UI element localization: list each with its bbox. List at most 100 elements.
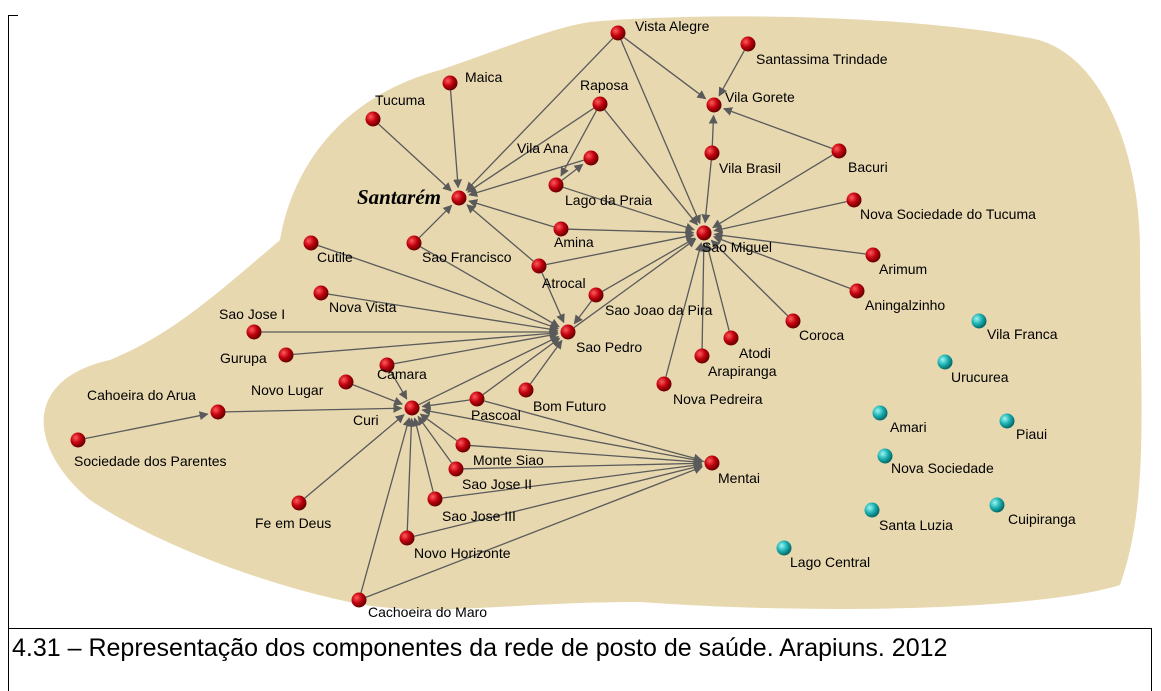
node-label-vila-gorete: Vila Gorete [725, 89, 795, 105]
node-label-cuipiranga: Cuipiranga [1008, 511, 1076, 527]
node-label-sao-francisco: Sao Francisco [422, 249, 512, 265]
node-santarem[interactable] [451, 190, 467, 206]
node-nova-pedreira[interactable] [656, 376, 672, 392]
figure-caption: 4.31 – Representação dos componentes da … [12, 634, 948, 662]
node-label-santa-luzia: Santa Luzia [879, 517, 953, 533]
node-maica[interactable] [442, 75, 458, 91]
edge-nova_pedreira-to-sao_miguel [665, 242, 704, 377]
node-santassima[interactable] [740, 36, 756, 52]
node-coroca[interactable] [785, 313, 801, 329]
node-vila-ana[interactable] [583, 150, 599, 166]
edge-sao_francisco-to-santarem [418, 204, 453, 239]
edge-novo_horizonte-to-curi [406, 417, 416, 531]
node-label-cachoeira-maro: Cachoeira do Maro [368, 604, 487, 620]
edge-sao_pedro-to-sao_miguel [573, 238, 697, 329]
edge-vista_alegre-to-sao_miguel [620, 39, 701, 225]
node-label-vila-franca: Vila Franca [987, 326, 1058, 342]
edge-pascoal-to-curi [421, 399, 470, 410]
node-tucuma[interactable] [365, 111, 381, 127]
node-camara[interactable] [379, 357, 395, 373]
edge-atrocal-to-santarem [466, 204, 534, 262]
node-sao-pedro[interactable] [560, 324, 576, 340]
frame-right-border [1151, 628, 1152, 691]
node-cachoeira-maro[interactable] [351, 592, 367, 608]
node-sao-jose-iii[interactable] [427, 491, 443, 507]
edge-tucuma-to-santarem [378, 123, 452, 192]
node-gurupa[interactable] [278, 347, 294, 363]
node-novo-horizonte[interactable] [399, 530, 415, 546]
edge-monte_siao-to-curi [419, 413, 458, 442]
node-soc-parentes[interactable] [70, 432, 86, 448]
edge-cachoeira_maro-to-curi [360, 417, 412, 593]
frame-top-tick [8, 15, 18, 16]
node-nova-soc-tucuma[interactable] [846, 192, 862, 208]
edge-arimum-to-sao_miguel [713, 230, 866, 255]
node-label-vista-alegre: Vista Alegre [635, 18, 710, 34]
node-sao-jose-i[interactable] [246, 324, 262, 340]
node-label-monte-siao: Monte Siao [473, 452, 544, 468]
node-lago-central[interactable] [776, 540, 792, 556]
edge-camara-to-curi [390, 371, 408, 400]
node-curi[interactable] [404, 400, 420, 416]
node-aningalzinho[interactable] [849, 283, 865, 299]
node-nova-vista[interactable] [313, 285, 329, 301]
node-bom-futuro[interactable] [518, 382, 534, 398]
node-mentai[interactable] [704, 455, 720, 471]
node-atrocal[interactable] [531, 258, 547, 274]
edge-vista_alegre-to-santarem [465, 37, 614, 192]
node-label-sao-jose-i: Sao Jose I [219, 306, 285, 322]
node-vila-franca[interactable] [971, 313, 987, 329]
node-sao-francisco[interactable] [406, 235, 422, 251]
node-label-pascoal: Pascoal [471, 407, 521, 423]
node-vila-brasil[interactable] [704, 145, 720, 161]
node-atodi[interactable] [723, 330, 739, 346]
node-vila-gorete[interactable] [706, 97, 722, 113]
node-label-santassima: Santassima Trindade [756, 51, 888, 67]
node-raposa[interactable] [592, 96, 608, 112]
node-label-raposa: Raposa [580, 77, 628, 93]
node-amari[interactable] [872, 405, 888, 421]
edge-atodi-to-sao_miguel [704, 242, 730, 331]
node-label-sao-joao-pira: Sao Joao da Pira [605, 302, 713, 318]
node-label-cachoeira-arua: Cahoeira do Arua [87, 387, 196, 403]
edge-pascoal-to-sao_pedro [482, 337, 561, 396]
node-label-bacuri: Bacuri [848, 159, 888, 175]
node-fe-em-deus[interactable] [291, 495, 307, 511]
edge-sao_jose_ii-to-curi [417, 415, 453, 464]
node-lago-praia[interactable] [548, 177, 564, 193]
node-cutile[interactable] [303, 235, 319, 251]
node-amina[interactable] [553, 221, 569, 237]
node-urucurea[interactable] [937, 354, 953, 370]
node-arapiranga[interactable] [694, 348, 710, 364]
node-label-bom-futuro: Bom Futuro [533, 398, 606, 414]
node-label-nova-sociedade: Nova Sociedade [891, 460, 994, 476]
node-cuipiranga[interactable] [989, 497, 1005, 513]
edge-cachoeira_arua-to-curi [225, 403, 403, 413]
node-label-arimum: Arimum [879, 261, 927, 277]
node-label-lago-central: Lago Central [790, 554, 870, 570]
node-santa-luzia[interactable] [864, 502, 880, 518]
node-monte-siao[interactable] [455, 437, 471, 453]
edge-sao_francisco-to-sao_pedro [420, 246, 560, 328]
node-pascoal[interactable] [469, 391, 485, 407]
node-sao-joao-pira[interactable] [588, 287, 604, 303]
node-arimum[interactable] [865, 247, 881, 263]
edge-vila_brasil-to-sao_miguel [701, 160, 712, 224]
node-sao-jose-ii[interactable] [448, 461, 464, 477]
node-bacuri[interactable] [831, 143, 847, 159]
node-label-vila-ana: Vila Ana [517, 140, 568, 156]
node-piaui[interactable] [999, 413, 1015, 429]
node-nova-sociedade[interactable] [877, 448, 893, 464]
edge-nova_vista-to-sao_pedro [328, 293, 559, 334]
node-sao-miguel[interactable] [696, 225, 712, 241]
node-cachoeira-arua[interactable] [210, 404, 226, 420]
node-label-curi: Curi [353, 412, 379, 428]
node-novo-lugar[interactable] [338, 374, 354, 390]
node-label-sao-miguel: Sao Miguel [702, 239, 772, 255]
node-vista-alegre[interactable] [610, 25, 626, 41]
edge-sao_jose_iii-to-curi [412, 417, 434, 492]
node-label-lago-praia: Lago da Praia [565, 192, 652, 208]
edge-nova_soc_tucuma-to-sao_miguel [713, 200, 847, 234]
